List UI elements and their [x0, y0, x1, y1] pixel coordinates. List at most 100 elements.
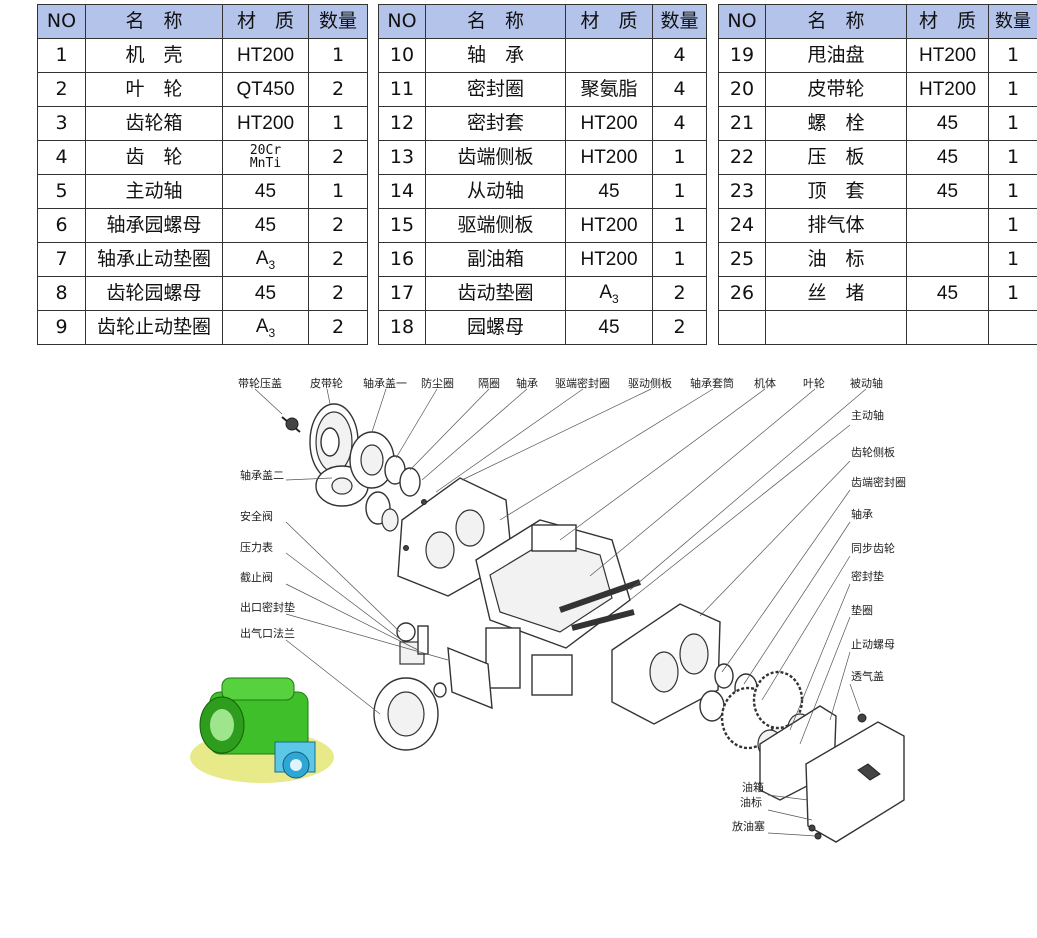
table-header-row: NO 名 称 材 质 数量 — [37, 4, 368, 39]
cell-name: 园螺母 — [425, 310, 566, 345]
cell-no: 18 — [378, 310, 426, 345]
table-header-row: NO 名 称 材 质 数量 — [378, 4, 707, 39]
label-casing: 机体 — [754, 376, 776, 390]
table-header-row: NO 名 称 材 质 数量 — [718, 4, 1037, 39]
cell-name: 顶 套 — [765, 174, 907, 209]
cell-qty: 1 — [988, 72, 1037, 107]
col-qty: 数量 — [308, 4, 368, 39]
table-row — [718, 310, 1037, 345]
label-oil-gauge: 油标 — [740, 795, 762, 809]
cell-qty: 1 — [652, 208, 707, 243]
labels-left: 轴承盖二 安全阀 压力表 截止阀 出口密封垫 出气口法兰 — [240, 468, 295, 640]
col-material: 材 质 — [565, 4, 653, 39]
cell-name: 排气体 — [765, 208, 907, 243]
gear-box — [759, 705, 905, 843]
label-stop-valve: 截止阀 — [240, 570, 273, 584]
stacked-material: 20Cr MnTi — [249, 143, 282, 171]
cell-no: 19 — [718, 38, 766, 73]
cell-qty — [988, 310, 1037, 345]
cell-material: 20Cr MnTi — [222, 140, 309, 175]
col-qty: 数量 — [652, 4, 707, 39]
cell-material — [906, 208, 989, 243]
label-gear-side-plate: 齿轮侧板 — [851, 445, 895, 459]
cell-qty: 2 — [308, 276, 368, 311]
col-no: NO — [718, 4, 766, 39]
label-safety-valve: 安全阀 — [240, 509, 273, 523]
cell-material: HT200 — [906, 38, 989, 73]
label-drive-shaft: 主动轴 — [851, 408, 884, 422]
cell-qty: 2 — [652, 276, 707, 311]
cell-qty: 2 — [652, 310, 707, 345]
cell-material: A3 — [222, 242, 309, 277]
outlet-valves — [373, 622, 493, 751]
gear-side-plate — [611, 603, 721, 725]
col-no: NO — [378, 4, 426, 39]
cell-qty: 1 — [308, 38, 368, 73]
cell-qty: 4 — [652, 106, 707, 141]
cell-name: 丝 堵 — [765, 276, 907, 311]
cell-name: 齿轮园螺母 — [85, 276, 223, 311]
cell-name: 齿轮箱 — [85, 106, 223, 141]
cell-name: 驱端侧板 — [425, 208, 566, 243]
cell-name: 轴承止动垫圈 — [85, 242, 223, 277]
label-washer: 垫圈 — [851, 603, 873, 617]
col-material: 材 质 — [906, 4, 989, 39]
cell-material: HT200 — [565, 242, 653, 277]
cell-name — [765, 310, 907, 345]
cell-qty: 1 — [652, 174, 707, 209]
cell-name: 油 标 — [765, 242, 907, 277]
labels-right: 主动轴 齿轮侧板 齿端密封圈 轴承 同步齿轮 密封垫 垫圈 止动螺母 透气盖 — [851, 408, 906, 683]
col-name: 名 称 — [765, 4, 907, 39]
cell-qty: 1 — [988, 38, 1037, 73]
cell-material: 45 — [906, 140, 989, 175]
col-qty: 数量 — [988, 4, 1037, 39]
cell-qty: 1 — [988, 242, 1037, 277]
label-bearing-cover-two: 轴承盖二 — [240, 468, 284, 482]
product-photo — [190, 677, 334, 783]
cell-no: 14 — [378, 174, 426, 209]
bearing-cover-one — [349, 431, 421, 532]
leader-lines — [254, 388, 867, 837]
label-sync-gear: 同步齿轮 — [851, 541, 895, 555]
cell-material: HT200 — [565, 106, 653, 141]
cell-name: 压 板 — [765, 140, 907, 175]
cell-no: 9 — [37, 310, 86, 345]
cell-name: 甩油盘 — [765, 38, 907, 73]
cell-material: 45 — [222, 208, 309, 243]
label-breather-cap: 透气盖 — [851, 669, 884, 683]
labels-bottom: 油箱 油标 放油塞 — [732, 780, 765, 833]
blower-casing — [475, 519, 641, 696]
cell-name: 机 壳 — [85, 38, 223, 73]
cell-material: 45 — [222, 174, 309, 209]
cell-name: 螺 栓 — [765, 106, 907, 141]
label-driven-shaft: 被动轴 — [850, 376, 883, 390]
cell-material: 45 — [222, 276, 309, 311]
label-bearing-sleeve: 轴承套筒 — [690, 376, 734, 390]
cell-material: 45 — [565, 174, 653, 209]
cell-material — [906, 242, 989, 277]
cell-name: 从动轴 — [425, 174, 566, 209]
cell-qty: 1 — [988, 208, 1037, 243]
cell-material: HT200 — [222, 106, 309, 141]
cell-name: 叶 轮 — [85, 72, 223, 107]
label-oil-tank: 油箱 — [742, 780, 764, 794]
label-gasket: 密封垫 — [851, 569, 884, 583]
label-outlet-flange: 出气口法兰 — [240, 626, 295, 640]
cell-material: QT450 — [222, 72, 309, 107]
cell-material: HT200 — [906, 72, 989, 107]
